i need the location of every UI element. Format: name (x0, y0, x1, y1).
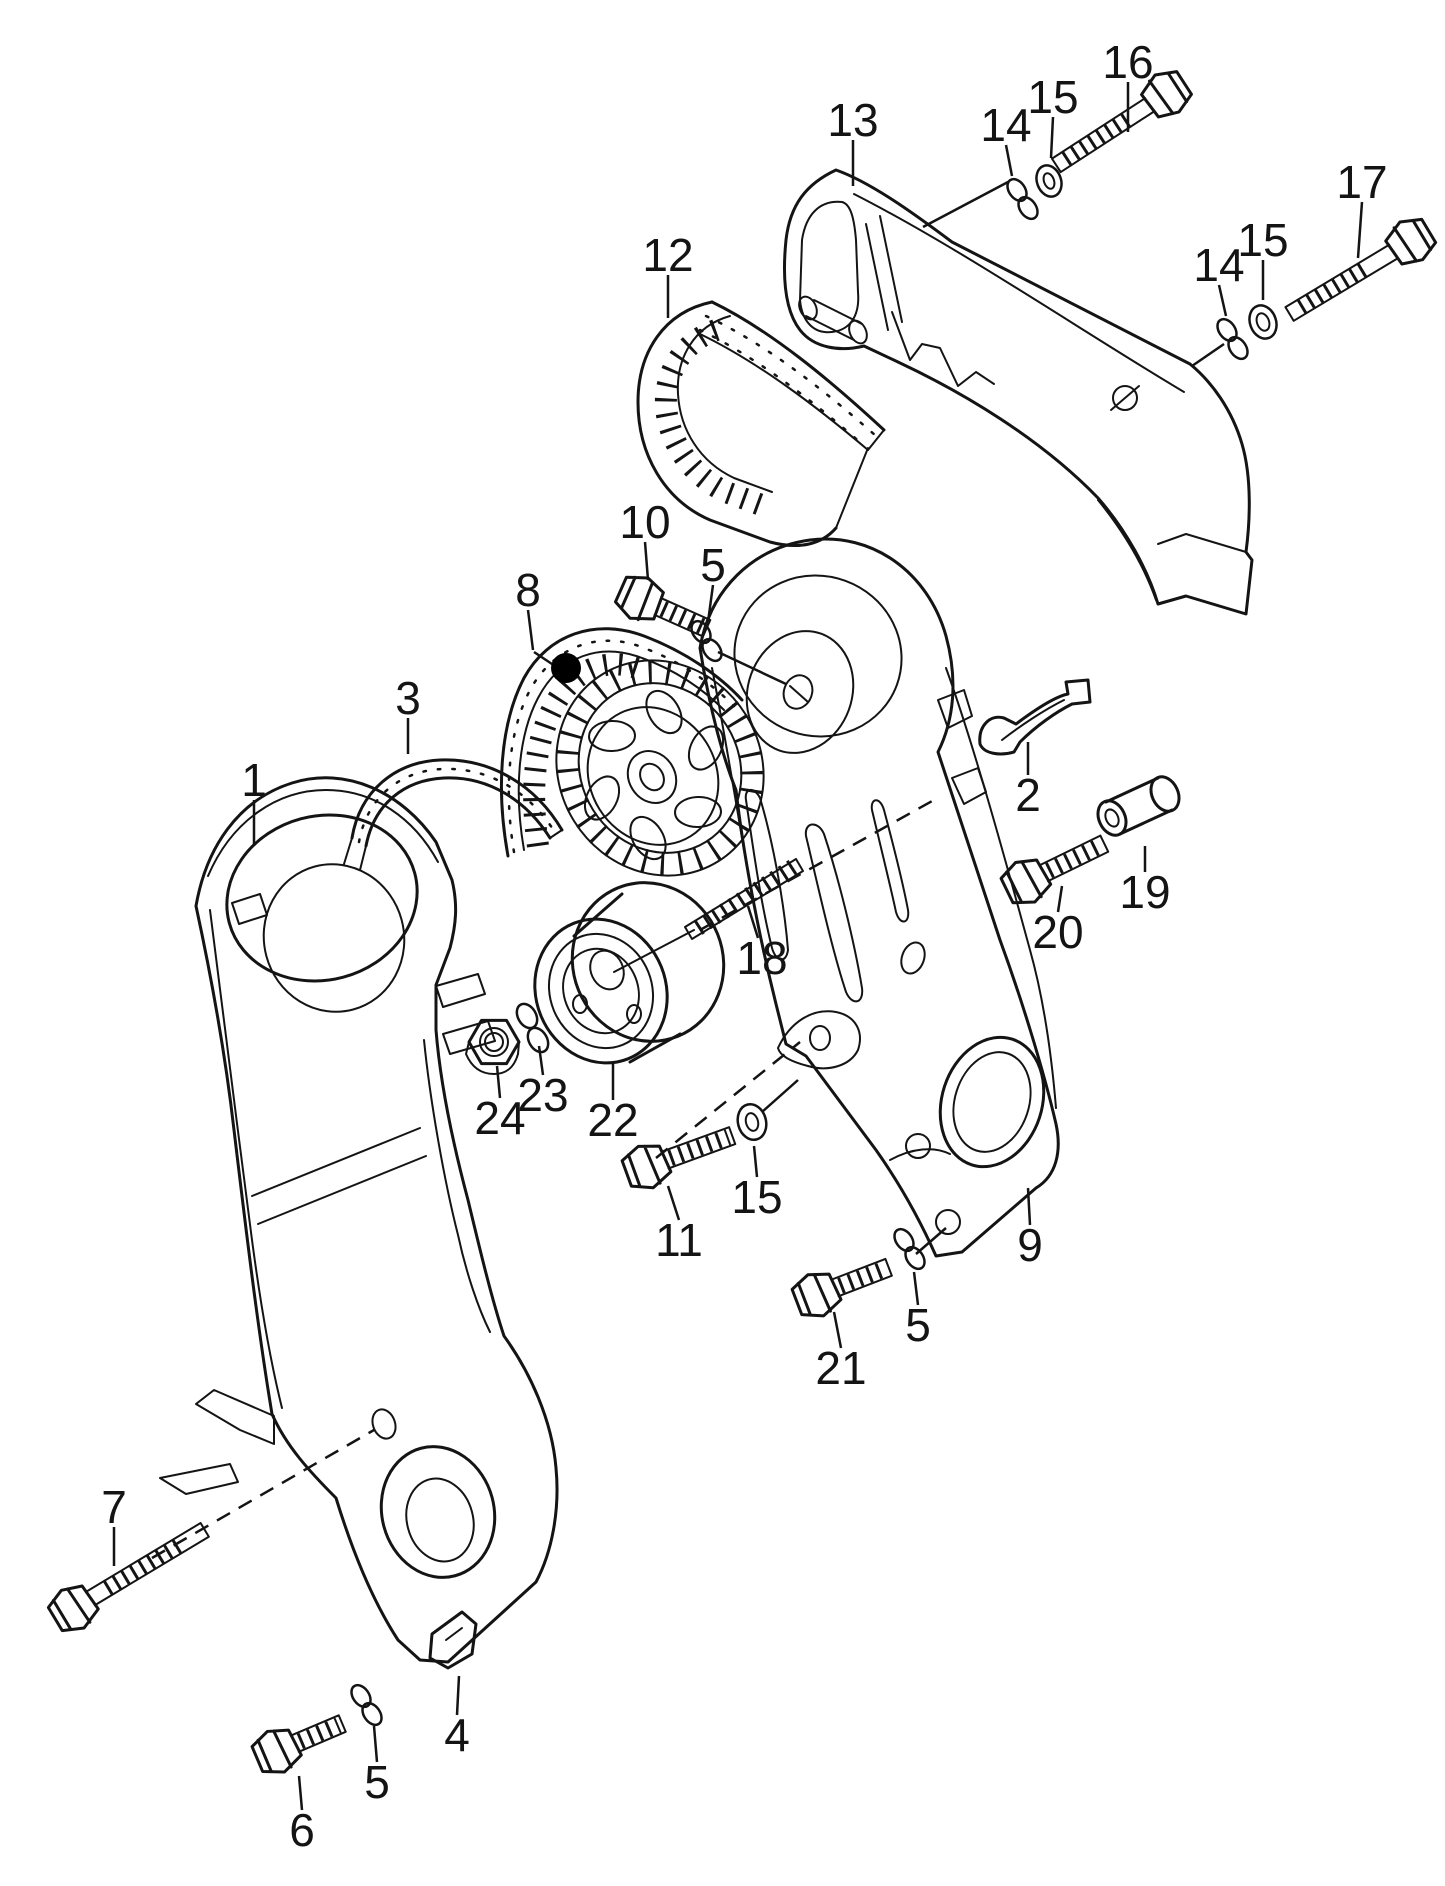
part-label-23-18: 23 (517, 1069, 568, 1121)
alignment-pin (798, 295, 868, 345)
part-label-5-9: 5 (700, 539, 726, 591)
leader-line-6-28 (297, 1775, 304, 1811)
part-label-13-3: 13 (827, 94, 878, 146)
leader-line-15-21 (752, 1145, 759, 1178)
part-label-8-10: 8 (515, 564, 541, 616)
leader-line-17-4 (1356, 201, 1364, 259)
leader-line-20-15 (1056, 885, 1064, 913)
washer-15-mid (736, 1102, 768, 1142)
part-label-14-6: 14 (1193, 239, 1244, 291)
upper-cover (783, 168, 1254, 616)
leader-line-5-9 (706, 584, 715, 623)
leader-line-8-10 (526, 609, 535, 651)
connector-lines (151, 180, 1225, 1560)
washer-15-right (1248, 304, 1278, 340)
part-label-12-7: 12 (642, 229, 693, 281)
timing-marker-dot (551, 653, 581, 683)
part-label-21-24: 21 (815, 1342, 866, 1394)
part-label-11-20: 11 (655, 1214, 703, 1266)
part-label-14-2: 14 (980, 99, 1031, 151)
timing-belt (636, 300, 886, 547)
bracket-foot (428, 1610, 478, 1670)
leader-line-9-22 (1026, 1187, 1032, 1226)
part-label-6-28: 6 (289, 1804, 315, 1856)
part-label-1-12: 1 (241, 754, 267, 806)
hex-nut (465, 1018, 521, 1075)
leader-line-5-23 (912, 1271, 920, 1306)
part-label-5-23: 5 (905, 1299, 931, 1351)
bolt-6 (250, 1714, 347, 1774)
part-label-15-5: 15 (1237, 214, 1288, 266)
part-label-3-11: 3 (395, 672, 421, 724)
bolt-7 (46, 1522, 210, 1633)
tensioner-pulley (533, 881, 726, 1065)
part-label-4-26: 4 (444, 1709, 470, 1761)
rear-cover (698, 537, 1060, 1258)
leader-line-23-18 (537, 1045, 545, 1076)
part-label-17-4: 17 (1336, 156, 1387, 208)
clip-5-top (690, 619, 723, 663)
part-label-18-16: 18 (736, 932, 787, 984)
bolt-11 (620, 1126, 737, 1190)
front-cover (159, 776, 559, 1664)
leader-line-14-2 (1004, 144, 1014, 177)
washer-15-top (1035, 164, 1063, 198)
part-label-9-22: 9 (1017, 1219, 1043, 1271)
clip-5-bottom (350, 1683, 383, 1727)
part-label-10-8: 10 (619, 496, 670, 548)
part-label-2-13: 2 (1015, 769, 1041, 821)
part-label-19-14: 19 (1119, 866, 1170, 918)
screw-hole-marker (1110, 385, 1140, 411)
part-label-20-15: 20 (1032, 906, 1083, 958)
leader-line-10-8 (643, 541, 650, 581)
clip-14-right (1216, 317, 1249, 361)
leader-line-15-1 (1049, 116, 1055, 159)
bolt-20 (999, 834, 1110, 905)
part-label-15-21: 15 (731, 1171, 782, 1223)
washers-23 (515, 1002, 550, 1054)
leader-line-5-27 (372, 1725, 379, 1763)
leader-line-24-17 (495, 1065, 502, 1099)
leader-line-18-16 (746, 905, 760, 939)
leader-line-11-20 (666, 1185, 681, 1221)
part-label-7-25: 7 (101, 1481, 127, 1533)
leader-line-14-6 (1217, 284, 1228, 317)
retaining-clip (978, 678, 1092, 756)
part-label-22-19: 22 (587, 1094, 638, 1146)
part-label-5-27: 5 (364, 1756, 390, 1808)
clip-5-mid (893, 1227, 926, 1271)
part-label-24-17: 24 (474, 1092, 525, 1144)
leader-line-4-26 (455, 1675, 461, 1716)
bolt-17 (1284, 217, 1438, 322)
camshaft-sprocket (555, 659, 765, 877)
stud-bracket (777, 1010, 861, 1070)
part-label-15-1: 15 (1027, 71, 1078, 123)
bolt-21 (790, 1257, 893, 1318)
bolt-16 (1051, 70, 1193, 174)
clip-14-left (1006, 177, 1039, 221)
sleeve-19 (1096, 775, 1181, 837)
part-label-16-0: 16 (1102, 36, 1153, 88)
leader-line-21-24 (832, 1311, 843, 1349)
